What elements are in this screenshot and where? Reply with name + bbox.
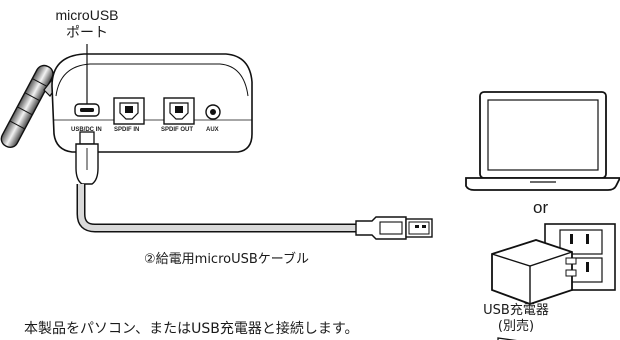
transmitter-device	[51, 53, 253, 153]
aux-port	[205, 104, 221, 120]
charger-label-line2: (別売)	[497, 319, 535, 334]
microusb-cable	[75, 131, 433, 240]
spdif-out-port	[163, 97, 195, 125]
spdif-in-port	[113, 97, 145, 125]
cable-label: ②給電用microUSBケーブル	[144, 252, 309, 267]
usb-charger-icon	[491, 239, 577, 340]
instruction-text: 本製品をパソコン、またはUSB充電器と接続します。	[24, 321, 359, 337]
charger-label-line1: USB充電器	[483, 303, 549, 318]
callout-label: microUSB ポート	[42, 7, 132, 41]
callout-line2: ポート	[66, 24, 108, 40]
charger-label: USB充電器 (別売)	[476, 303, 556, 335]
or-label: or	[533, 198, 549, 217]
port-label-spdif-in: SPDIF IN	[114, 127, 140, 133]
port-label-aux: AUX	[206, 127, 219, 133]
laptop-icon	[465, 91, 620, 191]
port-label-spdif-out: SPDIF OUT	[161, 127, 194, 133]
callout-line1: microUSB	[55, 7, 119, 23]
port-label-usb-dc-in: USB/DC IN	[71, 127, 102, 133]
